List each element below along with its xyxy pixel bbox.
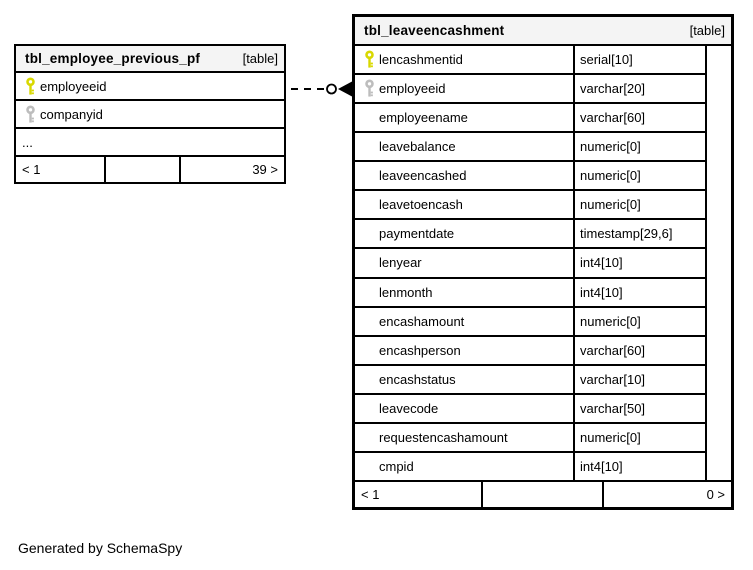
paginator-first-cell: < 1 [355, 482, 483, 507]
column-type: int4[10] [573, 452, 705, 480]
column-type: numeric[0] [573, 423, 705, 451]
column-type: varchar[60] [573, 336, 705, 364]
column-type: numeric[0] [573, 191, 705, 219]
column-name: employeename [379, 110, 468, 126]
column-row: paymentdate timestamp[29,6] [355, 220, 705, 250]
column-name: employeeid [40, 78, 107, 94]
column-row: employeeid [16, 73, 284, 101]
column-row: lenyear int4[10] [355, 249, 705, 279]
table-type-badge: [table] [242, 51, 278, 66]
table-box-tbl_employee_previous_pf[interactable]: tbl_employee_previous_pf [table] employe… [14, 44, 286, 184]
column-type: varchar[60] [573, 104, 705, 132]
column-row: ... [16, 129, 284, 155]
column-type: numeric[0] [573, 162, 705, 190]
cardinality-circle [326, 83, 337, 95]
table-body: employeeid companyid... [16, 73, 284, 155]
column-name: encashstatus [379, 371, 456, 387]
column-name: leavebalance [379, 139, 456, 155]
foreign-key-icon [364, 79, 379, 98]
column-row: leaveencashed numeric[0] [355, 162, 705, 192]
column-row: lenmonth int4[10] [355, 278, 705, 308]
column-row: leavecode varchar[50] [355, 394, 705, 424]
column-type: varchar[10] [573, 365, 705, 393]
column-row: companyid [16, 101, 284, 129]
table-title: tbl_employee_previous_pf [25, 51, 201, 66]
column-type: varchar[20] [573, 75, 705, 103]
column-overflow-indicator: ... [22, 134, 33, 150]
column-type: int4[10] [573, 249, 705, 277]
paginator-last-cell: 0 > [706, 487, 725, 502]
column-name: encashamount [379, 313, 465, 329]
primary-key-icon [25, 77, 40, 96]
arrowhead [338, 81, 352, 97]
column-type: int4[10] [573, 278, 705, 306]
column-name: encashperson [379, 342, 461, 358]
column-name: leavecode [379, 400, 439, 416]
column-name: lenyear [379, 255, 422, 271]
column-type: varchar[50] [573, 394, 705, 422]
column-rows: lencashmentid serial[10] employeeid varchar… [355, 46, 705, 480]
column-type: timestamp[29,6] [573, 220, 705, 248]
column-name: paymentdate [379, 226, 455, 242]
column-name: leaveencashed [379, 168, 467, 184]
column-row: leavebalance numeric[0] [355, 133, 705, 163]
paginator-middle-cell [483, 482, 604, 507]
table-title: tbl_leaveencashment [364, 23, 505, 38]
column-type: numeric[0] [573, 133, 705, 161]
relationship-anchor-column [705, 46, 731, 480]
column-row: encashperson varchar[60] [355, 336, 705, 366]
column-row: employeeid varchar[20] [355, 75, 705, 105]
paginator: < 1 39 > [16, 155, 284, 182]
paginator-first-cell: < 1 [16, 157, 106, 182]
primary-key-icon [364, 50, 379, 69]
column-row: encashstatus varchar[10] [355, 365, 705, 395]
column-name: leavetoencash [379, 197, 463, 213]
column-row: cmpid int4[10] [355, 452, 705, 480]
column-name: requestencashamount [379, 429, 508, 445]
column-type: serial[10] [573, 46, 705, 74]
table-box-tbl_leaveencashment[interactable]: tbl_leaveencashment [table] lencashmenti… [352, 14, 734, 510]
column-row: requestencashamount numeric[0] [355, 423, 705, 453]
table-body: lencashmentid serial[10] employeeid varchar… [355, 46, 731, 480]
column-row: lencashmentid serial[10] [355, 46, 705, 76]
column-name: lencashmentid [379, 52, 463, 68]
fk-relationship-connector [291, 81, 352, 97]
column-row: leavetoencash numeric[0] [355, 191, 705, 221]
table-type-badge: [table] [689, 23, 725, 38]
column-type: numeric[0] [573, 307, 705, 335]
generated-by-note: Generated by SchemaSpy [18, 540, 183, 556]
table-header: tbl_employee_previous_pf [table] [16, 46, 284, 73]
foreign-key-icon [25, 105, 40, 124]
column-rows: employeeid companyid... [16, 73, 284, 155]
table-header: tbl_leaveencashment [table] [355, 17, 731, 46]
paginator-last-cell: 39 > [252, 162, 278, 177]
column-name: employeeid [379, 81, 446, 97]
column-name: lenmonth [379, 284, 433, 300]
paginator-middle-cell [106, 157, 181, 182]
column-row: employeename varchar[60] [355, 104, 705, 134]
column-name: companyid [40, 106, 103, 122]
column-name: cmpid [379, 458, 414, 474]
paginator: < 1 0 > [355, 480, 731, 507]
column-row: encashamount numeric[0] [355, 307, 705, 337]
